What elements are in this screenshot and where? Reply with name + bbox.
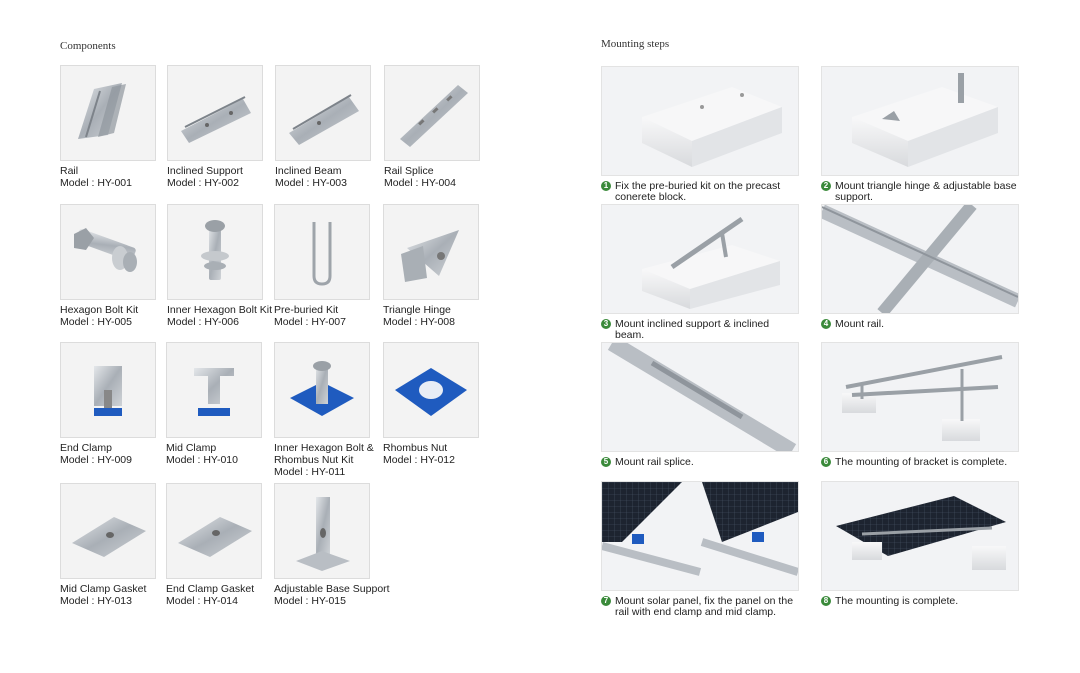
step-7-photo (601, 481, 799, 591)
component-model: Model : HY-009 (60, 454, 132, 466)
component-adjustable-base-support: Adjustable Base Support Model : HY-015 (274, 483, 390, 607)
step-number-badge: 7 (601, 596, 611, 606)
component-model: Model : HY-004 (384, 177, 456, 189)
component-model: Model : HY-005 (60, 316, 132, 328)
step-3-photo (601, 204, 799, 314)
step-4-photo (821, 204, 1019, 314)
component-inclined-beam: Inclined Beam Model : HY-003 (275, 65, 383, 189)
component-rail: Rail Model : HY-001 (60, 65, 168, 189)
component-model: Model : HY-011 (274, 466, 346, 478)
component-model: Model : HY-014 (166, 595, 238, 607)
step-2-photo (821, 66, 1019, 176)
step-number-badge: 1 (601, 181, 611, 191)
component-model: Model : HY-013 (60, 595, 132, 607)
rail-photo (60, 65, 156, 161)
step-number-badge: 3 (601, 319, 611, 329)
component-end-clamp-gasket: End Clamp Gasket Model : HY-014 (166, 483, 274, 607)
component-name: End Clamp (60, 442, 112, 454)
component-name: Inner Hexagon Bolt Kit (167, 304, 273, 316)
triangle-hinge-photo (383, 204, 479, 300)
rhombus-nut-photo (383, 342, 479, 438)
component-name: Mid Clamp Gasket (60, 583, 147, 595)
component-pre-buried-kit: Pre-buried Kit Model : HY-007 (274, 204, 382, 328)
pre-buried-kit-photo (274, 204, 370, 300)
adjustable-base-support-photo (274, 483, 370, 579)
component-inclined-support: Inclined Support Model : HY-002 (167, 65, 275, 189)
mid-clamp-photo (166, 342, 262, 438)
component-mid-clamp: Mid Clamp Model : HY-010 (166, 342, 274, 466)
step-number-badge: 6 (821, 457, 831, 467)
inner-hexagon-bolt-rhombus-nut-kit-photo (274, 342, 370, 438)
component-model: Model : HY-015 (274, 595, 346, 607)
component-inner-hexagon-bolt-kit: Inner Hexagon Bolt Kit Model : HY-006 (167, 204, 275, 328)
step-number-badge: 2 (821, 181, 831, 191)
step-number-badge: 5 (601, 457, 611, 467)
component-name: Rhombus Nut (383, 442, 448, 454)
component-name: Hexagon Bolt Kit (60, 304, 139, 316)
component-hexagon-bolt-kit: Hexagon Bolt Kit Model : HY-005 (60, 204, 168, 328)
component-name: Adjustable Base Support (274, 583, 390, 595)
component-name: Pre-buried Kit (274, 304, 339, 316)
mounting-steps-heading: Mounting steps (601, 38, 670, 50)
component-mid-clamp-gasket: Mid Clamp Gasket Model : HY-013 (60, 483, 168, 607)
end-clamp-photo (60, 342, 156, 438)
component-rhombus-nut: Rhombus Nut Model : HY-012 (383, 342, 491, 466)
component-model: Model : HY-007 (274, 316, 346, 328)
component-name: Rail Splice (384, 165, 434, 177)
inclined-beam-photo (275, 65, 371, 161)
component-model: Model : HY-002 (167, 177, 239, 189)
step-5-photo (601, 342, 799, 452)
component-triangle-hinge: Triangle Hinge Model : HY-008 (383, 204, 491, 328)
component-name: Inclined Beam (275, 165, 342, 177)
component-model: Model : HY-010 (166, 454, 238, 466)
component-model: Model : HY-003 (275, 177, 347, 189)
component-rail-splice: Rail Splice Model : HY-004 (384, 65, 492, 189)
end-clamp-gasket-photo (166, 483, 262, 579)
step-number-badge: 4 (821, 319, 831, 329)
step-1-photo (601, 66, 799, 176)
component-name: End Clamp Gasket (166, 583, 255, 595)
mid-clamp-gasket-photo (60, 483, 156, 579)
component-model: Model : HY-012 (383, 454, 455, 466)
step-number-badge: 8 (821, 596, 831, 606)
step-8-photo (821, 481, 1019, 591)
component-name: Inclined Support (167, 165, 243, 177)
step-6-photo (821, 342, 1019, 452)
hexagon-bolt-kit-photo (60, 204, 156, 300)
inclined-support-photo (167, 65, 263, 161)
component-model: Model : HY-001 (60, 177, 132, 189)
component-name: Rail (60, 165, 79, 177)
component-name: Mid Clamp (166, 442, 217, 454)
component-model: Model : HY-006 (167, 316, 239, 328)
component-inner-hexagon-bolt-rhombus-nut-kit: Inner Hexagon Bolt & Rhombus Nut Kit Mod… (274, 342, 382, 478)
component-model: Model : HY-008 (383, 316, 455, 328)
rail-splice-photo (384, 65, 480, 161)
component-name: Inner Hexagon Bolt & Rhombus Nut Kit (274, 442, 374, 466)
inner-hexagon-bolt-kit-photo (167, 204, 263, 300)
component-name: Triangle Hinge (383, 304, 451, 316)
component-end-clamp: End Clamp Model : HY-009 (60, 342, 168, 466)
components-heading: Components (60, 40, 116, 52)
